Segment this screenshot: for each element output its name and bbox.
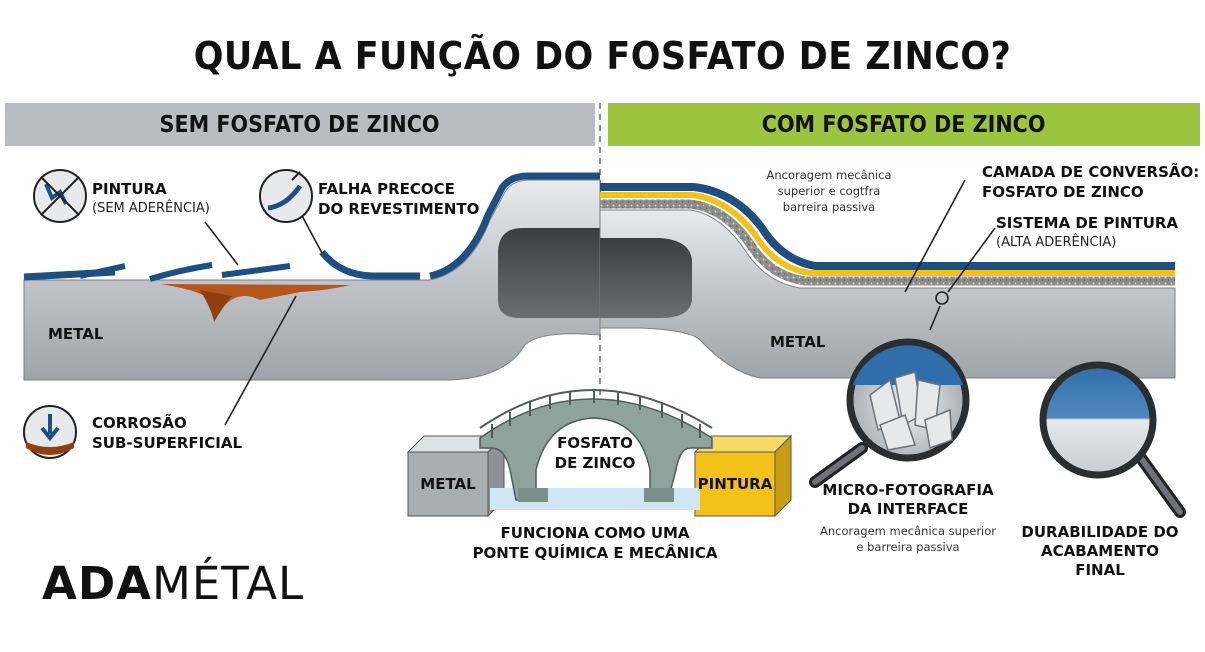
paint-flake	[79, 263, 126, 279]
subsurface-corrosion-icon	[23, 405, 77, 459]
banner-without-label: SEM FOSFATO DE ZINCO	[160, 111, 440, 138]
anchor-note-line1: Ancoragem mecânica	[766, 168, 892, 182]
paint-system-sub-label: (ALTA ADERÊNCIA)	[996, 235, 1117, 250]
rust-corrosion	[200, 290, 232, 322]
magnifier-microphoto-icon	[809, 338, 970, 488]
paint-no-adhesion-icon	[33, 169, 87, 223]
paint-flake	[319, 249, 420, 280]
brand-logo: ADAMÉTAL	[42, 557, 304, 610]
rust-corrosion	[160, 284, 350, 311]
paint-system-layer	[600, 183, 1175, 270]
right-metal-body	[599, 209, 1176, 379]
micro-note-line2: e barreira passiva	[856, 540, 960, 554]
conversion-label-line1: CAMADA DE CONVERSÃO:	[982, 163, 1200, 181]
coating-failure-icon	[259, 169, 313, 223]
zinc-phosphate-layer	[600, 199, 1175, 286]
anchor-note-line3: barreira passiva	[782, 200, 876, 214]
paint-sub-label: (SEM ADERÊNCIA)	[92, 201, 210, 216]
pointer-line	[947, 227, 996, 293]
left-ramp-paint	[429, 172, 600, 280]
durability-label-line1: DURABILIDADE DO	[1021, 523, 1179, 541]
pointer-line	[204, 221, 239, 266]
pointer-line	[224, 295, 297, 426]
bridge-caption-line2: PONTE QUÍMICA E MECÂNICA	[472, 544, 718, 562]
bridge-metal-label: METAL	[420, 475, 476, 493]
pointer-line	[299, 211, 323, 254]
left-metal-label: METAL	[48, 325, 104, 343]
right-metal-label: METAL	[770, 333, 826, 351]
corrosion-label-line2: SUB-SUPERFICIAL	[92, 434, 242, 452]
micro-label-line1: MICRO-FOTOGRAFIA	[822, 481, 994, 499]
banner-with-label: COM FOSFATO DE ZINCO	[762, 111, 1046, 138]
bridge-caption-line1: FUNCIONA COMO UMA	[500, 524, 690, 542]
micro-note-line1: Ancoragem mecânica superior	[819, 524, 997, 538]
paint-flake	[149, 262, 213, 282]
bridge-center-line1: FOSFATO	[557, 434, 633, 452]
page-title: QUAL A FUNÇÃO DO FOSFATO DE ZINCO?	[193, 34, 1012, 78]
conversion-label-line2: FOSFATO DE ZINCO	[982, 183, 1144, 201]
paint-label: PINTURA	[92, 180, 167, 198]
pointer-line	[904, 179, 966, 293]
anchor-note-line2: superior e cogtfra	[777, 184, 881, 198]
paint-flake	[221, 263, 291, 278]
interface-marker	[935, 291, 949, 305]
banner-without-zinc-phosphate: SEM FOSFATO DE ZINCO	[5, 103, 595, 146]
paint-system-label: SISTEMA DE PINTURA	[996, 214, 1179, 232]
corrosion-label-line1: CORROSÃO	[92, 414, 187, 432]
failure-label-line2: DO REVESTIMENTO	[318, 200, 480, 218]
logo-bold-part: ADA	[42, 557, 153, 610]
magnifier-durability-icon	[1039, 361, 1186, 518]
failure-label-line1: FALHA PRECOCE	[318, 180, 455, 198]
micro-label-line2: DA INTERFACE	[847, 500, 969, 518]
durability-label-line2: ACABAMENTO FINAL	[1041, 542, 1159, 579]
bridge-illustration	[406, 389, 793, 518]
banner-with-zinc-phosphate: COM FOSFATO DE ZINCO	[608, 103, 1200, 146]
pointer-line	[929, 305, 941, 331]
logo-light-part: MÉTAL	[152, 557, 305, 610]
bridge-paint-label: PINTURA	[697, 475, 773, 493]
bridge-center-line2: DE ZINCO	[554, 454, 636, 472]
left-channel	[498, 228, 600, 318]
right-channel	[600, 238, 692, 318]
yellow-primer-layer	[600, 192, 1175, 276]
